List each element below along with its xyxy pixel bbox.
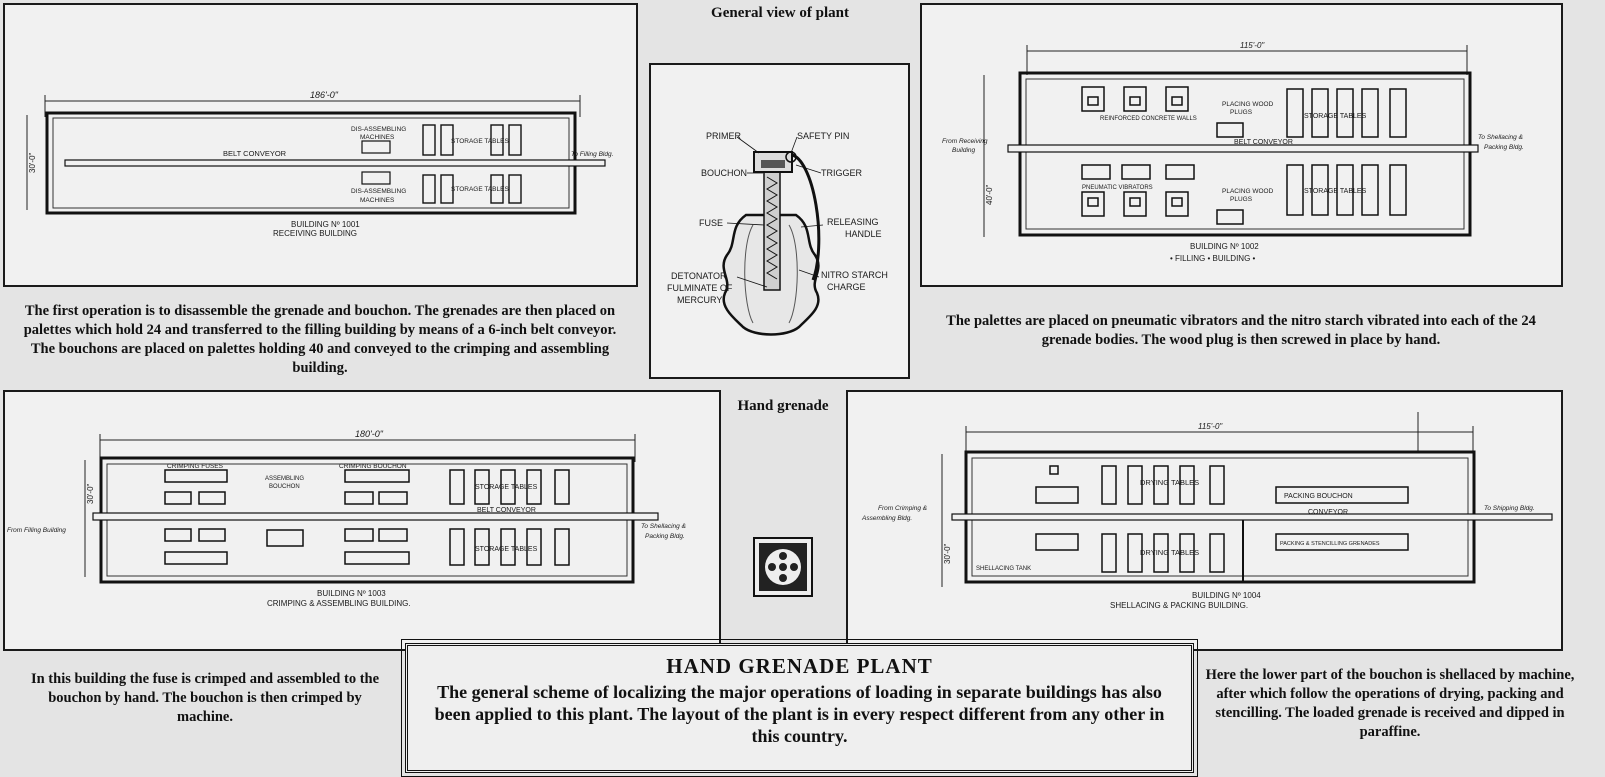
building-1001-caption: The first operation is to disassemble th… — [23, 303, 617, 376]
b1002-to-label-1: To Shellacing & — [1478, 134, 1523, 141]
building-1002-plan: 115'-0" 40'-0" BELT CONVEYOR REINFOR — [920, 3, 1563, 287]
b1002-walls-label: REINFORCED CONCRETE WALLS — [1100, 116, 1197, 122]
b1001-side-dimension: 30'-0" — [28, 152, 37, 173]
building-1003-plan: 180'-0" 30'-0" BELT CONVEYOR CRIMPING FU… — [3, 390, 721, 651]
b1003-crimping-bouchon: CRIMPING BOUCHON — [339, 463, 407, 470]
b1002-storage-bottom: STORAGE TABLES — [1304, 188, 1367, 195]
b1004-packing-stencilling: PACKING & STENCILLING GRENADES — [1280, 541, 1380, 547]
page-title: HAND GRENADE PLANT — [666, 654, 933, 678]
b1002-side-dimension: 40'-0" — [985, 184, 994, 205]
b1003-crimping-fuses: CRIMPING FUSES — [167, 463, 224, 470]
building-1002-caption: The palettes are placed on pneumatic vib… — [946, 313, 1536, 348]
building-1004-plan: 115'-0" 30'-0" CONVEYOR DRYING TABLES DR… — [846, 390, 1563, 651]
hand-grenade-label: Hand grenade — [737, 398, 829, 414]
b1002-plugs-bottom-1: PLACING WOOD — [1222, 188, 1274, 195]
b1001-machines-bottom-2: MACHINES — [360, 197, 395, 204]
b1003-assembling-2: BOUCHON — [269, 484, 300, 490]
b1002-from-label-1: From Receiving — [942, 138, 988, 145]
b1004-to-label: To Shipping Bldg. — [1484, 505, 1535, 512]
b1002-plugs-top-2: PLUGS — [1230, 109, 1253, 116]
building-1001-drawing: 186'-0" 30'-0" BELT CONVEYOR DIS-ASSEMBL… — [26, 90, 614, 238]
b1001-conveyor-label: BELT CONVEYOR — [223, 149, 287, 158]
grenade-handle-label: HANDLE — [845, 229, 882, 239]
building-1001-plan: 186'-0" 30'-0" BELT CONVEYOR DIS-ASSEMBL… — [3, 3, 638, 287]
b1002-storage-top: STORAGE TABLES — [1304, 113, 1367, 120]
title-box: HAND GRENADE PLANT The general scheme of… — [401, 639, 1198, 777]
b1004-conveyor-label: CONVEYOR — [1308, 509, 1348, 516]
b1004-packing-bouchon: PACKING BOUCHON — [1284, 493, 1353, 500]
b1004-shellacing-tank: SHELLACING TANK — [976, 566, 1031, 572]
building-1004-caption: Here the lower part of the bouchon is sh… — [1205, 667, 1575, 740]
b1001-storage-top: STORAGE TABLES — [451, 138, 509, 145]
b1003-storage-bottom: STORAGE TABLES — [475, 546, 538, 553]
b1001-name: RECEIVING BUILDING — [273, 229, 357, 238]
grenade-mercury-label: MERCURY — [677, 295, 722, 305]
grenade-fuse-label: FUSE — [699, 218, 723, 228]
b1004-from-label-1: From Crimping & — [878, 505, 927, 512]
b1001-belt-conveyor — [64, 159, 606, 167]
b1003-from-label: From Filling Building — [7, 527, 66, 534]
b1004-side-dimension: 30'-0" — [943, 543, 952, 564]
ornament-tile — [753, 537, 813, 597]
grenade-safety-pin-label: SAFETY PIN — [797, 131, 849, 141]
b1001-machines-top-2: MACHINES — [360, 134, 395, 141]
b1003-conveyor-label: BELT CONVEYOR — [477, 507, 536, 514]
b1002-name: • FILLING • BUILDING • — [1170, 254, 1256, 263]
b1003-dimension: 180'-0" — [355, 429, 384, 439]
b1003-side-dimension: 30'-0" — [86, 483, 95, 504]
grenade-primer-label: PRIMER — [706, 131, 742, 141]
b1003-storage-top: STORAGE TABLES — [475, 484, 538, 491]
building-1004-drawing: 115'-0" 30'-0" CONVEYOR DRYING TABLES DR… — [861, 412, 1553, 610]
b1001-machines-top-1: DIS-ASSEMBLING — [351, 126, 406, 133]
grenade-nitro-label: NITRO STARCH — [821, 270, 888, 280]
building-1003-caption: In this building the fuse is crimped and… — [30, 671, 380, 725]
b1003-assembling-1: ASSEMBLING — [265, 476, 304, 482]
b1002-conveyor-label: BELT CONVEYOR — [1234, 139, 1293, 146]
b1004-drying-bottom: DRYING TABLES — [1140, 548, 1199, 557]
title-description: The general scheme of localizing the maj… — [434, 682, 1165, 746]
b1004-number: BUILDING Nº 1004 — [1192, 591, 1261, 600]
b1001-machines-bottom-1: DIS-ASSEMBLING — [351, 188, 406, 195]
b1001-number: BUILDING Nº 1001 — [291, 220, 360, 229]
grenade-detonator-label: DETONATOR — [671, 271, 727, 281]
b1004-drying-top: DRYING TABLES — [1140, 478, 1199, 487]
building-1003-drawing: 180'-0" 30'-0" BELT CONVEYOR CRIMPING FU… — [7, 429, 686, 608]
b1002-plugs-top-1: PLACING WOOD — [1222, 101, 1274, 108]
b1004-from-label-2: Assembling Bldg. — [861, 515, 912, 522]
b1003-name: CRIMPING & ASSEMBLING BUILDING. — [267, 599, 411, 608]
b1004-name: SHELLACING & PACKING BUILDING. — [1110, 601, 1248, 610]
grenade-bouchon-label: BOUCHON — [701, 168, 747, 178]
b1001-storage-bottom: STORAGE TABLES — [451, 186, 509, 193]
hand-grenade-diagram: PRIMER SAFETY PIN BOUCHON TRIGGER FUSE R… — [649, 63, 910, 379]
flower-ornament-icon — [759, 543, 807, 591]
grenade-charge-label: CHARGE — [827, 282, 866, 292]
b1002-plugs-bottom-2: PLUGS — [1230, 196, 1253, 203]
grenade-fulminate-label: FULMINATE OF — [667, 283, 733, 293]
grenade-releasing-label: RELEASING — [827, 217, 879, 227]
building-1002-drawing: 115'-0" 40'-0" BELT CONVEYOR REINFOR — [942, 41, 1524, 263]
b1004-dimension: 115'-0" — [1198, 422, 1223, 431]
b1002-vibrators-label: PNEUMATIC VIBRATORS — [1082, 185, 1153, 191]
b1003-number: BUILDING Nº 1003 — [317, 589, 386, 598]
b1002-to-label-2: Packing Bldg. — [1484, 144, 1524, 151]
grenade-trigger-label: TRIGGER — [821, 168, 863, 178]
grenade-drawing: PRIMER SAFETY PIN BOUCHON TRIGGER FUSE R… — [667, 131, 888, 336]
b1003-to-label-2: Packing Bldg. — [645, 533, 685, 540]
b1003-to-label-1: To Shellacing & — [641, 523, 686, 530]
b1001-dimension: 186'-0" — [310, 90, 339, 100]
b1002-dimension: 115'-0" — [1240, 41, 1265, 50]
general-view-label: General view of plant — [711, 5, 849, 21]
b1002-number: BUILDING Nº 1002 — [1190, 242, 1259, 251]
b1002-from-label-2: Building — [952, 147, 976, 154]
b1001-to-label: To Filling Bldg. — [571, 151, 614, 158]
